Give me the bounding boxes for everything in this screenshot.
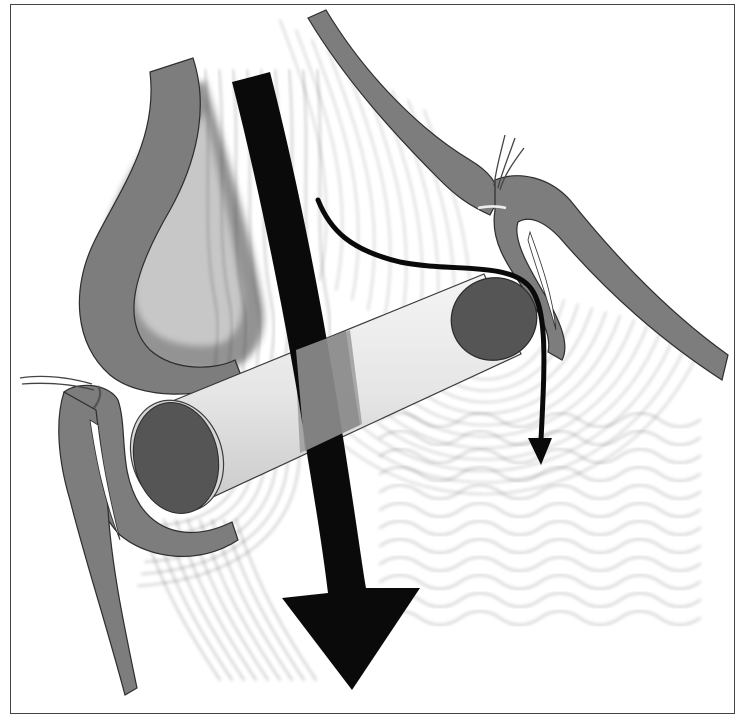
diagram-frame bbox=[0, 0, 740, 718]
anatomical-diagram bbox=[0, 0, 740, 718]
